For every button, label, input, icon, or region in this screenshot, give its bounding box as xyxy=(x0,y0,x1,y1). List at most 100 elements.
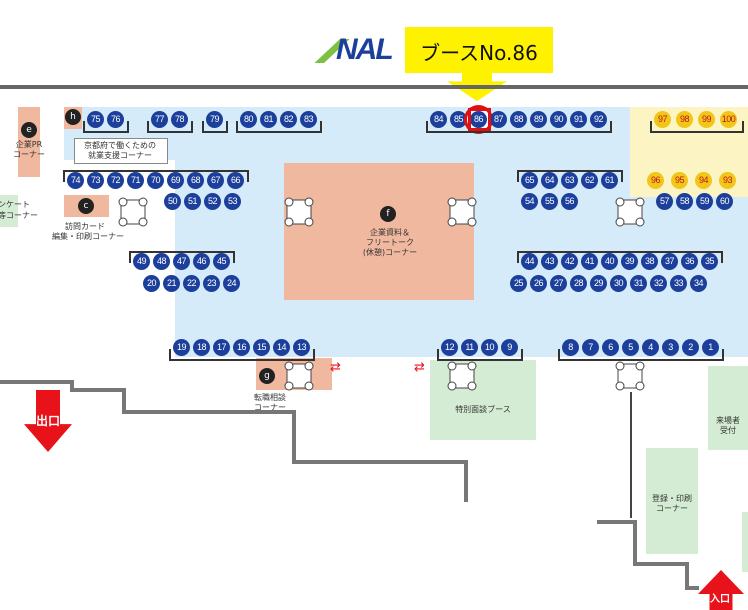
booth-50[interactable]: 50 xyxy=(164,193,181,210)
booth-22[interactable]: 22 xyxy=(183,275,200,292)
booth-95[interactable]: 95 xyxy=(671,172,688,189)
booth-86[interactable]: 86 xyxy=(470,111,487,128)
booth-3[interactable]: 3 xyxy=(662,339,679,356)
booth-68[interactable]: 68 xyxy=(187,172,204,189)
booth-55[interactable]: 55 xyxy=(541,193,558,210)
booth-11[interactable]: 11 xyxy=(461,339,478,356)
booth-76[interactable]: 76 xyxy=(107,111,124,128)
booth-26[interactable]: 26 xyxy=(530,275,547,292)
booth-19[interactable]: 19 xyxy=(173,339,190,356)
booth-24[interactable]: 24 xyxy=(223,275,240,292)
booth-90[interactable]: 90 xyxy=(550,111,567,128)
booth-48[interactable]: 48 xyxy=(153,253,170,270)
booth-85[interactable]: 85 xyxy=(450,111,467,128)
booth-28[interactable]: 28 xyxy=(570,275,587,292)
booth-70[interactable]: 70 xyxy=(147,172,164,189)
booth-17[interactable]: 17 xyxy=(213,339,230,356)
booth-57[interactable]: 57 xyxy=(656,193,673,210)
booth-6[interactable]: 6 xyxy=(602,339,619,356)
booth-99[interactable]: 99 xyxy=(698,111,715,128)
booth-47[interactable]: 47 xyxy=(173,253,190,270)
booth-75[interactable]: 75 xyxy=(87,111,104,128)
booth-79[interactable]: 79 xyxy=(206,111,223,128)
booth-65[interactable]: 65 xyxy=(521,172,538,189)
booth-82[interactable]: 82 xyxy=(280,111,297,128)
booth-69[interactable]: 69 xyxy=(167,172,184,189)
booth-30[interactable]: 30 xyxy=(610,275,627,292)
booth-9[interactable]: 9 xyxy=(501,339,518,356)
booth-62[interactable]: 62 xyxy=(581,172,598,189)
booth-88[interactable]: 88 xyxy=(510,111,527,128)
booth-20[interactable]: 20 xyxy=(143,275,160,292)
booth-2[interactable]: 2 xyxy=(682,339,699,356)
booth-38[interactable]: 38 xyxy=(641,253,658,270)
booth-32[interactable]: 32 xyxy=(650,275,667,292)
booth-5[interactable]: 5 xyxy=(622,339,639,356)
booth-54[interactable]: 54 xyxy=(521,193,538,210)
booth-4[interactable]: 4 xyxy=(642,339,659,356)
booth-53[interactable]: 53 xyxy=(224,193,241,210)
booth-100[interactable]: 100 xyxy=(720,111,737,128)
booth-61[interactable]: 61 xyxy=(601,172,618,189)
booth-56[interactable]: 56 xyxy=(561,193,578,210)
booth-29[interactable]: 29 xyxy=(590,275,607,292)
booth-59[interactable]: 59 xyxy=(696,193,713,210)
booth-7[interactable]: 7 xyxy=(582,339,599,356)
booth-97[interactable]: 97 xyxy=(654,111,671,128)
booth-98[interactable]: 98 xyxy=(676,111,693,128)
booth-84[interactable]: 84 xyxy=(430,111,447,128)
booth-49[interactable]: 49 xyxy=(133,253,150,270)
booth-91[interactable]: 91 xyxy=(570,111,587,128)
booth-15[interactable]: 15 xyxy=(253,339,270,356)
booth-1[interactable]: 1 xyxy=(702,339,719,356)
booth-14[interactable]: 14 xyxy=(273,339,290,356)
booth-37[interactable]: 37 xyxy=(661,253,678,270)
booth-45[interactable]: 45 xyxy=(213,253,230,270)
booth-66[interactable]: 66 xyxy=(227,172,244,189)
booth-92[interactable]: 92 xyxy=(590,111,607,128)
booth-12[interactable]: 12 xyxy=(441,339,458,356)
booth-16[interactable]: 16 xyxy=(233,339,250,356)
booth-72[interactable]: 72 xyxy=(107,172,124,189)
booth-25[interactable]: 25 xyxy=(510,275,527,292)
booth-21[interactable]: 21 xyxy=(163,275,180,292)
booth-41[interactable]: 41 xyxy=(581,253,598,270)
booth-80[interactable]: 80 xyxy=(240,111,257,128)
booth-42[interactable]: 42 xyxy=(561,253,578,270)
booth-58[interactable]: 58 xyxy=(676,193,693,210)
booth-46[interactable]: 46 xyxy=(193,253,210,270)
booth-52[interactable]: 52 xyxy=(204,193,221,210)
booth-96[interactable]: 96 xyxy=(647,172,664,189)
booth-51[interactable]: 51 xyxy=(184,193,201,210)
booth-89[interactable]: 89 xyxy=(530,111,547,128)
booth-67[interactable]: 67 xyxy=(207,172,224,189)
booth-71[interactable]: 71 xyxy=(127,172,144,189)
booth-40[interactable]: 40 xyxy=(601,253,618,270)
booth-73[interactable]: 73 xyxy=(87,172,104,189)
booth-94[interactable]: 94 xyxy=(695,172,712,189)
booth-31[interactable]: 31 xyxy=(630,275,647,292)
booth-34[interactable]: 34 xyxy=(690,275,707,292)
booth-77[interactable]: 77 xyxy=(151,111,168,128)
booth-18[interactable]: 18 xyxy=(193,339,210,356)
booth-36[interactable]: 36 xyxy=(681,253,698,270)
booth-93[interactable]: 93 xyxy=(719,172,736,189)
booth-13[interactable]: 13 xyxy=(293,339,310,356)
booth-64[interactable]: 64 xyxy=(541,172,558,189)
booth-43[interactable]: 43 xyxy=(541,253,558,270)
booth-8[interactable]: 8 xyxy=(562,339,579,356)
booth-27[interactable]: 27 xyxy=(550,275,567,292)
booth-87[interactable]: 87 xyxy=(490,111,507,128)
booth-39[interactable]: 39 xyxy=(621,253,638,270)
booth-10[interactable]: 10 xyxy=(481,339,498,356)
booth-83[interactable]: 83 xyxy=(300,111,317,128)
booth-81[interactable]: 81 xyxy=(260,111,277,128)
booth-35[interactable]: 35 xyxy=(701,253,718,270)
booth-78[interactable]: 78 xyxy=(171,111,188,128)
booth-23[interactable]: 23 xyxy=(203,275,220,292)
booth-63[interactable]: 63 xyxy=(561,172,578,189)
booth-33[interactable]: 33 xyxy=(670,275,687,292)
booth-74[interactable]: 74 xyxy=(67,172,84,189)
booth-44[interactable]: 44 xyxy=(521,253,538,270)
booth-60[interactable]: 60 xyxy=(716,193,733,210)
